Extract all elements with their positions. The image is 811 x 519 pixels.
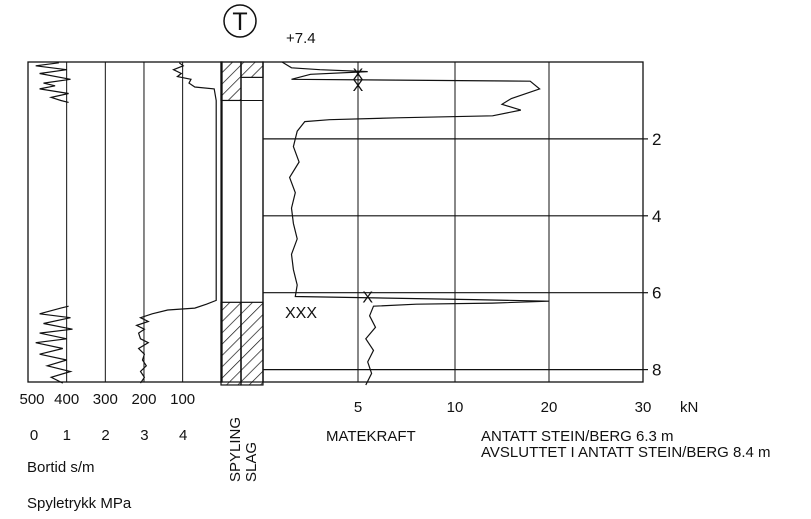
right-panel-ticks: 5 10 20 30 (354, 399, 652, 416)
depth-axis: 2 4 6 8 (643, 130, 661, 380)
matekraft-label: MATEKRAFT (326, 428, 416, 445)
left-top-tick-label: 200 (131, 391, 156, 408)
bortid-line-upper (35, 62, 71, 103)
left-bottom-tick-label: 4 (179, 427, 187, 444)
header: T +7.4 (223, 4, 316, 47)
bortid-line-lower (35, 305, 73, 384)
note-stein-berg: ANTATT STEIN/BERG 6.3 m (481, 428, 674, 445)
symbol-circle (223, 4, 257, 38)
right-panel-grid (263, 62, 643, 382)
left-panel-bottom-ticks: 0 1 2 3 4 (30, 427, 188, 444)
left-top-tick-label: 500 (19, 391, 44, 408)
right-tick-label: 5 (354, 399, 362, 416)
slag-label: SLAG (243, 442, 260, 482)
spyling-block (220, 301, 242, 386)
left-top-tick-label: 100 (170, 391, 195, 408)
flag-blocks (220, 61, 264, 386)
matekraft-line (281, 61, 550, 386)
note-avsluttet: AVSLUTTET I ANTATT STEIN/BERG 8.4 m (481, 444, 771, 461)
unit-label: kN (680, 399, 698, 416)
left-panel-top-ticks: 500 400 300 200 100 (19, 391, 195, 408)
symbol-letter: T (232, 8, 247, 36)
spyling-label: SPYLING (227, 417, 244, 482)
elevation-label: +7.4 (286, 30, 316, 47)
left-panel-series (35, 62, 217, 384)
marker-x: X (353, 67, 364, 84)
slag-block (240, 61, 264, 78)
marker-x: X (362, 290, 373, 307)
left-bottom-tick-label: 2 (101, 427, 109, 444)
spyletrykk-line (135, 62, 217, 384)
left-panel-grid (66, 62, 184, 382)
right-tick-label: 20 (541, 399, 558, 416)
left-bottom-tick-label: 0 (30, 427, 38, 444)
bortid-label: Bortid s/m (27, 459, 95, 476)
spyletrykk-label: Spyletrykk MPa (27, 495, 132, 512)
depth-tick-label: 4 (652, 207, 661, 226)
slag-block (240, 301, 264, 386)
marker-x: XXX (285, 305, 317, 322)
depth-tick-label: 6 (652, 284, 661, 303)
right-tick-label: 10 (447, 399, 464, 416)
right-panel-frame (262, 61, 644, 383)
spyling-block (220, 61, 242, 102)
left-top-tick-label: 300 (93, 391, 118, 408)
marker-x: X (353, 78, 364, 95)
right-tick-label: 30 (635, 399, 652, 416)
left-panel-frame (27, 61, 223, 383)
depth-tick-label: 8 (652, 361, 661, 380)
left-bottom-tick-label: 3 (140, 427, 148, 444)
left-panel: 500 400 300 200 100 0 1 2 3 4 Bortid s/m Spyletr… (19, 61, 223, 512)
depth-tick-label: 2 (652, 130, 661, 149)
left-top-tick-label: 400 (54, 391, 79, 408)
left-bottom-tick-label: 1 (63, 427, 71, 444)
flag-columns: SPYLING SLAG (220, 61, 264, 482)
right-panel-series (281, 61, 550, 386)
